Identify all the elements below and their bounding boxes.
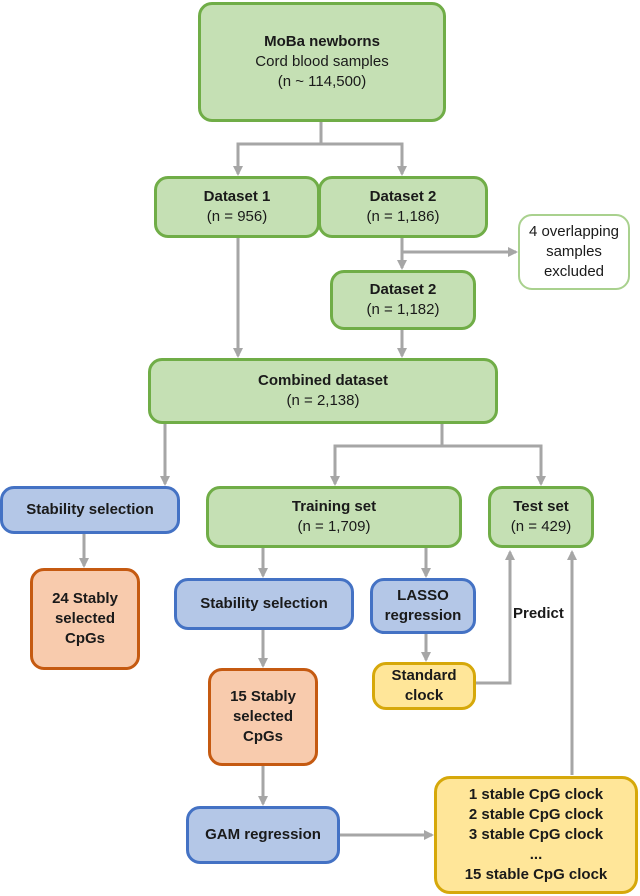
cpgs15-box: 15 Stably selected CpGs bbox=[208, 668, 318, 766]
lasso-line1: LASSO bbox=[397, 587, 449, 604]
lasso-regression-box: LASSO regression bbox=[370, 578, 476, 634]
clock-item: 2 stable CpG clock bbox=[468, 806, 604, 823]
excluded-line1: 4 overlapping bbox=[528, 223, 620, 240]
standard-clock-box: Standard clock bbox=[372, 662, 476, 710]
combined-title: Combined dataset bbox=[257, 372, 389, 389]
clock-item: 15 stable CpG clock bbox=[464, 866, 608, 883]
cpgs24-line1: 24 Stably bbox=[52, 590, 118, 607]
clock-item: 3 stable CpG clock bbox=[468, 826, 604, 843]
stability-mid-label: Stability selection bbox=[200, 595, 328, 612]
stability-selection-mid-box: Stability selection bbox=[174, 578, 354, 630]
training-title: Training set bbox=[291, 498, 377, 515]
dataset1-box: Dataset 1 (n = 956) bbox=[154, 176, 320, 238]
dataset2-title: Dataset 2 bbox=[369, 188, 437, 205]
stable-cpg-clocks-box: 1 stable CpG clock 2 stable CpG clock 3 … bbox=[434, 776, 638, 894]
dataset2-filtered-count: (n = 1,182) bbox=[366, 301, 440, 318]
cpgs24-line2: selected bbox=[54, 610, 116, 627]
gam-label: GAM regression bbox=[205, 826, 321, 843]
gam-regression-box: GAM regression bbox=[186, 806, 340, 864]
training-count: (n = 1,709) bbox=[297, 518, 371, 535]
cpgs15-line3: CpGs bbox=[242, 728, 283, 745]
standard-line2: clock bbox=[404, 687, 444, 704]
moba-count: (n ~ 114,500) bbox=[277, 73, 367, 90]
stability-selection-left-box: Stability selection bbox=[0, 486, 180, 534]
moba-title: MoBa newborns bbox=[264, 33, 380, 50]
standard-line1: Standard bbox=[391, 667, 457, 684]
excluded-samples-box: 4 overlapping samples excluded bbox=[518, 214, 630, 290]
clock-item: 1 stable CpG clock bbox=[468, 786, 604, 803]
dataset1-title: Dataset 1 bbox=[203, 188, 271, 205]
cpgs24-box: 24 Stably selected CpGs bbox=[30, 568, 140, 670]
dataset2-box: Dataset 2 (n = 1,186) bbox=[318, 176, 488, 238]
lasso-line2: regression bbox=[384, 607, 462, 624]
dataset2-filtered-box: Dataset 2 (n = 1,182) bbox=[330, 270, 476, 330]
cpgs24-line3: CpGs bbox=[64, 630, 105, 647]
dataset2-filtered-title: Dataset 2 bbox=[369, 281, 437, 298]
test-count: (n = 429) bbox=[510, 518, 572, 535]
excluded-line2: samples bbox=[546, 243, 602, 260]
moba-subtitle: Cord blood samples bbox=[255, 53, 389, 70]
predict-label: Predict bbox=[513, 605, 564, 622]
stability-left-label: Stability selection bbox=[26, 501, 154, 518]
excluded-line3: excluded bbox=[543, 263, 605, 280]
test-title: Test set bbox=[513, 498, 569, 515]
clock-item: ... bbox=[529, 846, 543, 863]
dataset2-count: (n = 1,186) bbox=[366, 208, 440, 225]
training-set-box: Training set (n = 1,709) bbox=[206, 486, 462, 548]
moba-newborns-box: MoBa newborns Cord blood samples (n ~ 11… bbox=[198, 2, 446, 122]
cpgs15-line1: 15 Stably bbox=[230, 688, 296, 705]
cpgs15-line2: selected bbox=[232, 708, 294, 725]
combined-dataset-box: Combined dataset (n = 2,138) bbox=[148, 358, 498, 424]
dataset1-count: (n = 956) bbox=[206, 208, 268, 225]
combined-count: (n = 2,138) bbox=[286, 392, 360, 409]
test-set-box: Test set (n = 429) bbox=[488, 486, 594, 548]
